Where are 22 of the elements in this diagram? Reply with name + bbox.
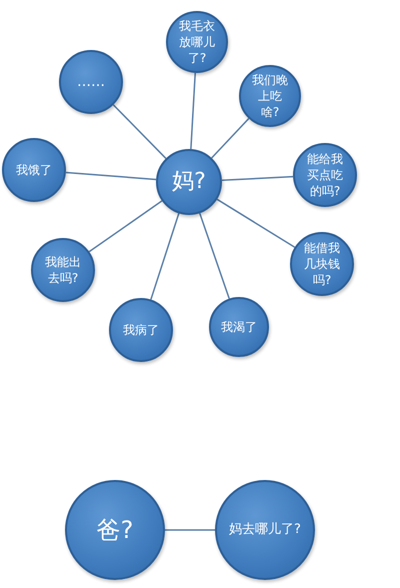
connector-line	[211, 118, 250, 158]
connector-line	[150, 213, 180, 300]
connector-line	[88, 200, 162, 252]
connector-line	[199, 212, 230, 299]
circle-node: ……	[59, 50, 123, 114]
circle-node: 妈?	[156, 149, 222, 215]
connector-line	[190, 72, 196, 150]
circle-node: 我们晚上吃啥?	[239, 65, 301, 127]
connector-line	[222, 176, 294, 182]
connector-line	[165, 529, 215, 531]
circle-node: 能借我几块钱吗?	[290, 232, 354, 296]
connector-line	[216, 198, 296, 248]
circle-node: 我能出去吗?	[31, 238, 95, 302]
circle-node: 我毛衣放哪儿了?	[166, 11, 228, 73]
circle-node: 爸?	[65, 480, 165, 580]
circle-node: 能给我买点吃的吗?	[293, 143, 357, 207]
connector-line	[66, 172, 156, 180]
circle-node: 我饿了	[2, 138, 66, 202]
circle-node: 我渴了	[209, 297, 269, 357]
circle-node: 我病了	[109, 298, 173, 362]
circle-node: 妈去哪儿了?	[215, 480, 315, 580]
connector-line	[112, 104, 166, 159]
